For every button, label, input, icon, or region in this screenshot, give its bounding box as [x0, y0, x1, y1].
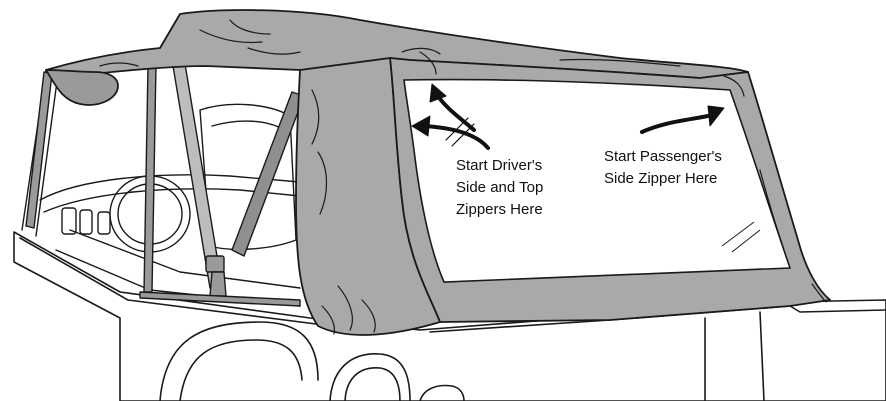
driver-callout-line-1: Start Driver's: [456, 157, 542, 174]
driver-callout-line-3: Zippers Here: [456, 201, 543, 218]
driver-callout: Start Driver's Side and Top Zippers Here: [456, 157, 547, 218]
driver-callout-line-2: Side and Top: [456, 179, 543, 196]
passenger-callout-line-1: Start Passenger's: [604, 148, 722, 165]
passenger-callout-line-2: Side Zipper Here: [604, 170, 717, 187]
